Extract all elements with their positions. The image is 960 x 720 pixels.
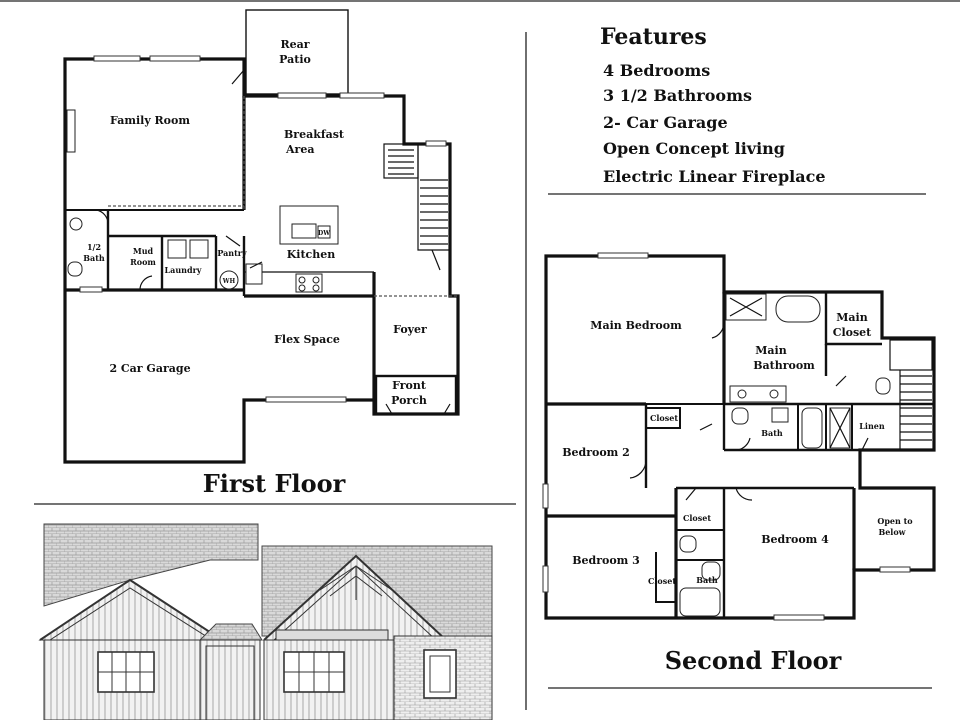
room-bedroom-4: Bedroom 4 (761, 533, 829, 546)
feature-item-3: 2- Car Garage (603, 113, 728, 132)
room-open-to-below-line2: Below (878, 527, 906, 537)
room-kitchen: Kitchen (287, 248, 336, 261)
features-title: Features (600, 24, 707, 50)
first-floor-stairs (388, 144, 450, 251)
feature-item-1: 4 Bedrooms (603, 61, 710, 80)
second-floor-windows (542, 252, 911, 621)
room-main-closet-line2: Closet (833, 326, 872, 339)
second-floor-doors (629, 321, 869, 501)
room-bath-2: Bath (696, 575, 718, 585)
room-open-to-below-line1: Open to (877, 516, 913, 526)
room-main-bathroom-line1: Main (755, 344, 786, 357)
room-breakfast-line2: Area (285, 143, 314, 156)
elevation-windows (97, 649, 457, 699)
second-floor-title: Second Floor (665, 646, 842, 675)
room-closet-bedroom4: Closet (683, 513, 711, 523)
room-closet-bedroom3: Closet (648, 576, 676, 586)
room-main-bathroom-line2: Bathroom (753, 359, 815, 372)
room-rear-patio-line1: Rear (280, 38, 309, 51)
feature-item-4: Open Concept living (603, 139, 785, 158)
room-foyer: Foyer (393, 323, 427, 336)
room-front-porch-line2: Porch (391, 394, 427, 407)
room-breakfast-line1: Breakfast (284, 128, 345, 141)
room-main-bedroom: Main Bedroom (590, 319, 682, 332)
room-bedroom-2: Bedroom 2 (562, 446, 630, 459)
room-closet-bedroom2: Closet (650, 413, 678, 423)
room-mud-line2: Room (130, 257, 156, 267)
label-dishwasher: DW (318, 230, 330, 237)
label-water-heater: WH (222, 278, 236, 285)
first-floor-doors (95, 69, 451, 415)
room-bath: Bath (761, 428, 783, 438)
room-family-room: Family Room (110, 114, 190, 127)
room-flex-space: Flex Space (274, 333, 340, 346)
room-rear-patio-line2: Patio (279, 53, 311, 66)
room-front-porch-line1: Front (392, 379, 427, 392)
first-floor-plan (63, 9, 460, 464)
room-main-closet-line1: Main (836, 311, 867, 324)
room-linen: Linen (859, 421, 885, 431)
first-floor-windows (79, 55, 447, 403)
feature-item-5: Electric Linear Fireplace (603, 167, 826, 186)
room-mud-line1: Mud (133, 246, 154, 256)
room-laundry: Laundry (165, 265, 202, 275)
front-elevation-drawing (38, 523, 493, 720)
features-panel: Features 4 Bedrooms 3 1/2 Bathrooms 2- C… (600, 24, 826, 186)
first-floor-title: First Floor (203, 469, 346, 498)
room-bedroom-3: Bedroom 3 (572, 554, 640, 567)
room-half-bath-line1: 1/2 (87, 242, 101, 252)
feature-item-2: 3 1/2 Bathrooms (603, 86, 752, 105)
second-floor-plan (542, 252, 936, 621)
room-half-bath-line2: Bath (83, 253, 105, 263)
room-pantry: Pantry (217, 248, 247, 258)
second-floor-stairs (889, 339, 933, 450)
room-garage: 2 Car Garage (109, 362, 190, 375)
